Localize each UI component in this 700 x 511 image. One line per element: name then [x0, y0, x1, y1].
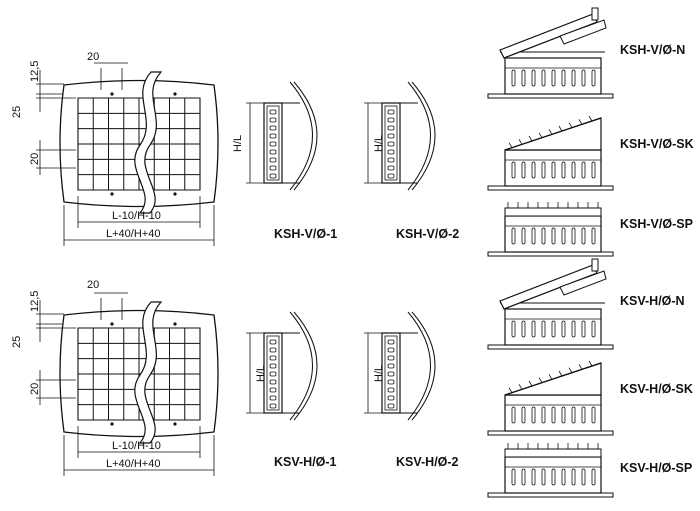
label-section-1: KSH-V/Ø-1: [274, 227, 337, 241]
dim-25: 25: [11, 336, 23, 348]
label-damper-sp: KSH-V/Ø-SP: [620, 217, 693, 231]
section-view-1-bottom: H/L: [245, 311, 318, 421]
label-damper-sk: KSH-V/Ø-SK: [620, 137, 694, 151]
label-section-2: KSH-V/Ø-2: [396, 227, 459, 241]
dim-outer: L+40/H+40: [106, 228, 160, 240]
damper-n-top: [487, 7, 614, 99]
label-damper-n: KSV-H/Ø-N: [620, 294, 685, 308]
section-view-2-bottom: H/L: [363, 311, 436, 421]
dim-20-top: 20: [87, 51, 99, 63]
label-damper-sp: KSV-H/Ø-SP: [620, 461, 692, 475]
dim-hl: H/L: [373, 365, 385, 382]
dim-20-left: 20: [29, 153, 41, 165]
damper-sp-top: [487, 202, 614, 257]
damper-sk-bottom: [487, 360, 614, 436]
dim-12-5: 12,5: [29, 61, 41, 82]
section-view-1-top: H/L: [232, 81, 318, 191]
grille-front-view-top: 20 12,5 25 20 L-10/H-10 L+40/H+40: [11, 51, 219, 247]
label-damper-sk: KSV-H/Ø-SK: [620, 382, 693, 396]
dim-inner: L-10/H-10: [112, 210, 161, 222]
dim-12-5: 12,5: [29, 291, 41, 312]
dim-outer: L+40/H+40: [106, 458, 160, 470]
dim-hl: H/L: [373, 135, 385, 152]
damper-sk-top: [487, 115, 614, 191]
section-view-2-top: H/L: [363, 81, 436, 191]
damper-n-bottom: [487, 258, 614, 350]
dim-25: 25: [11, 106, 23, 118]
grille-front-view-bottom: 20 12,5 25 20 L-10/H-10 L+40/H+40: [11, 279, 219, 477]
dim-20-left: 20: [29, 383, 41, 395]
dim-inner: L-10/H-10: [112, 440, 161, 452]
dim-20-top: 20: [87, 279, 99, 291]
label-section-1: KSV-H/Ø-1: [274, 455, 337, 469]
dim-hl: H/L: [255, 365, 267, 382]
label-damper-n: KSH-V/Ø-N: [620, 43, 685, 57]
label-section-2: KSV-H/Ø-2: [396, 455, 459, 469]
dim-hl: H/L: [232, 135, 244, 152]
damper-sp-bottom: [487, 443, 614, 498]
